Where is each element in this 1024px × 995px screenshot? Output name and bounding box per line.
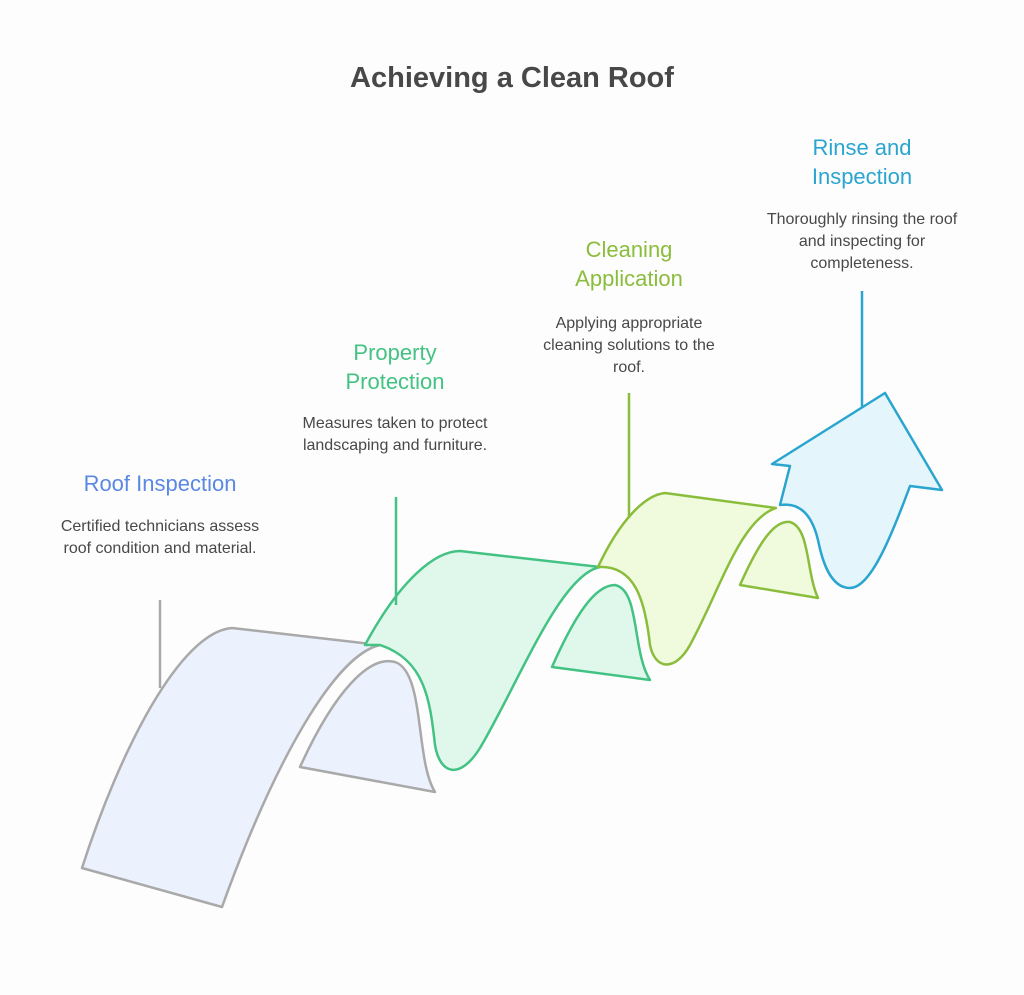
arrow-segment-rinse-and-inspection bbox=[770, 391, 944, 590]
step-description-rinse-and-inspection: Thoroughly rinsing the roof and inspecti… bbox=[766, 211, 958, 272]
diagram-title: Achieving a Clean Roof bbox=[350, 62, 674, 94]
step-description-property-protection: Measures taken to protect landscaping an… bbox=[302, 415, 488, 454]
step-description-roof-inspection: Certified technicians assess roof condit… bbox=[60, 518, 260, 557]
ribbon-segment-property-protection bbox=[363, 549, 652, 771]
ribbon-segment-roof-inspection bbox=[80, 626, 437, 909]
step-title-rinse-and-inspection: Rinse and Inspection bbox=[811, 135, 913, 189]
step-title-cleaning-application: Cleaning Application bbox=[575, 237, 683, 291]
step-description-cleaning-application: Applying appropriate cleaning solutions … bbox=[543, 315, 715, 376]
step-title-roof-inspection: Roof Inspection bbox=[83, 471, 237, 496]
ribbon-segment-cleaning-application bbox=[596, 491, 820, 666]
step-title-property-protection: Property Protection bbox=[345, 340, 445, 394]
